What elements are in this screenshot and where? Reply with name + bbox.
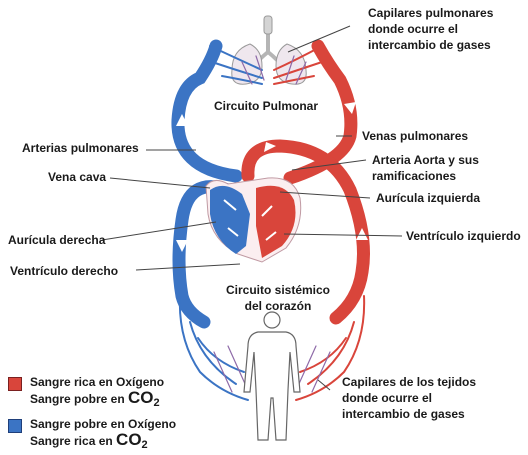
tissue-capillaries-line-1: Capilares de los tejidos [342, 374, 476, 390]
aorta-line-2: ramificaciones [372, 168, 479, 184]
oxygen-rich-swatch [8, 377, 22, 391]
co2-subscript: 2 [154, 397, 160, 409]
co2-subscript: 2 [142, 439, 148, 451]
pulmonary-capillaries-line-1: Capilares pulmonares [368, 5, 493, 21]
right-atrium-label: Aurícula derecha [8, 232, 105, 248]
right-ventricle-label: Ventrículo derecho [10, 263, 118, 279]
oxygen-rich-legend: Sangre rica en Oxígeno Sangre pobre en C… [30, 374, 164, 411]
human-figure [244, 312, 300, 440]
pulmonary-capillaries-line-3: intercambio de gases [368, 37, 493, 53]
pulmonary-capillaries-label: Capilares pulmonares donde ocurre el int… [368, 5, 493, 53]
pulmonary-veins-label: Venas pulmonares [362, 128, 468, 144]
co2-text: CO [116, 430, 142, 449]
left-ventricle-label: Ventrículo izquierdo [406, 228, 521, 244]
co2-text: CO [128, 388, 154, 407]
oxygen-poor-legend: Sangre pobre en Oxígeno Sangre rica en C… [30, 416, 176, 453]
oxygen-rich-legend-line-2: Sangre pobre en CO2 [30, 390, 164, 411]
aorta-label: Arteria Aorta y sus ramificaciones [372, 152, 479, 184]
tissue-capillaries-label: Capilares de los tejidos donde ocurre el… [342, 374, 476, 422]
vena-cava-label: Vena cava [48, 169, 106, 185]
tissue-capillaries-line-3: intercambio de gases [342, 406, 476, 422]
systemic-circuit-label: Circuito sistémico del corazón [216, 282, 340, 314]
aorta-line-1: Arteria Aorta y sus [372, 152, 479, 168]
oxygen-rich-legend-prefix: Sangre pobre en [30, 392, 128, 406]
pulmonary-circuit-label: Circuito Pulmonar [214, 98, 318, 114]
systemic-circuit-line-2: del corazón [216, 298, 340, 314]
lungs [232, 16, 306, 84]
left-heart-chambers [256, 186, 296, 258]
oxygen-poor-swatch [8, 419, 22, 433]
oxygen-poor-legend-line-1: Sangre pobre en Oxígeno [30, 416, 176, 432]
left-atrium-label: Aurícula izquierda [376, 190, 480, 206]
heart [206, 178, 301, 262]
tissue-capillaries-line-2: donde ocurre el [342, 390, 476, 406]
pulmonary-arteries-label: Arterias pulmonares [22, 140, 139, 156]
oxygen-poor-legend-prefix: Sangre rica en [30, 434, 116, 448]
pulmonary-capillaries-line-2: donde ocurre el [368, 21, 493, 37]
oxygen-poor-legend-line-2: Sangre rica en CO2 [30, 432, 176, 453]
systemic-circuit-line-1: Circuito sistémico [216, 282, 340, 298]
